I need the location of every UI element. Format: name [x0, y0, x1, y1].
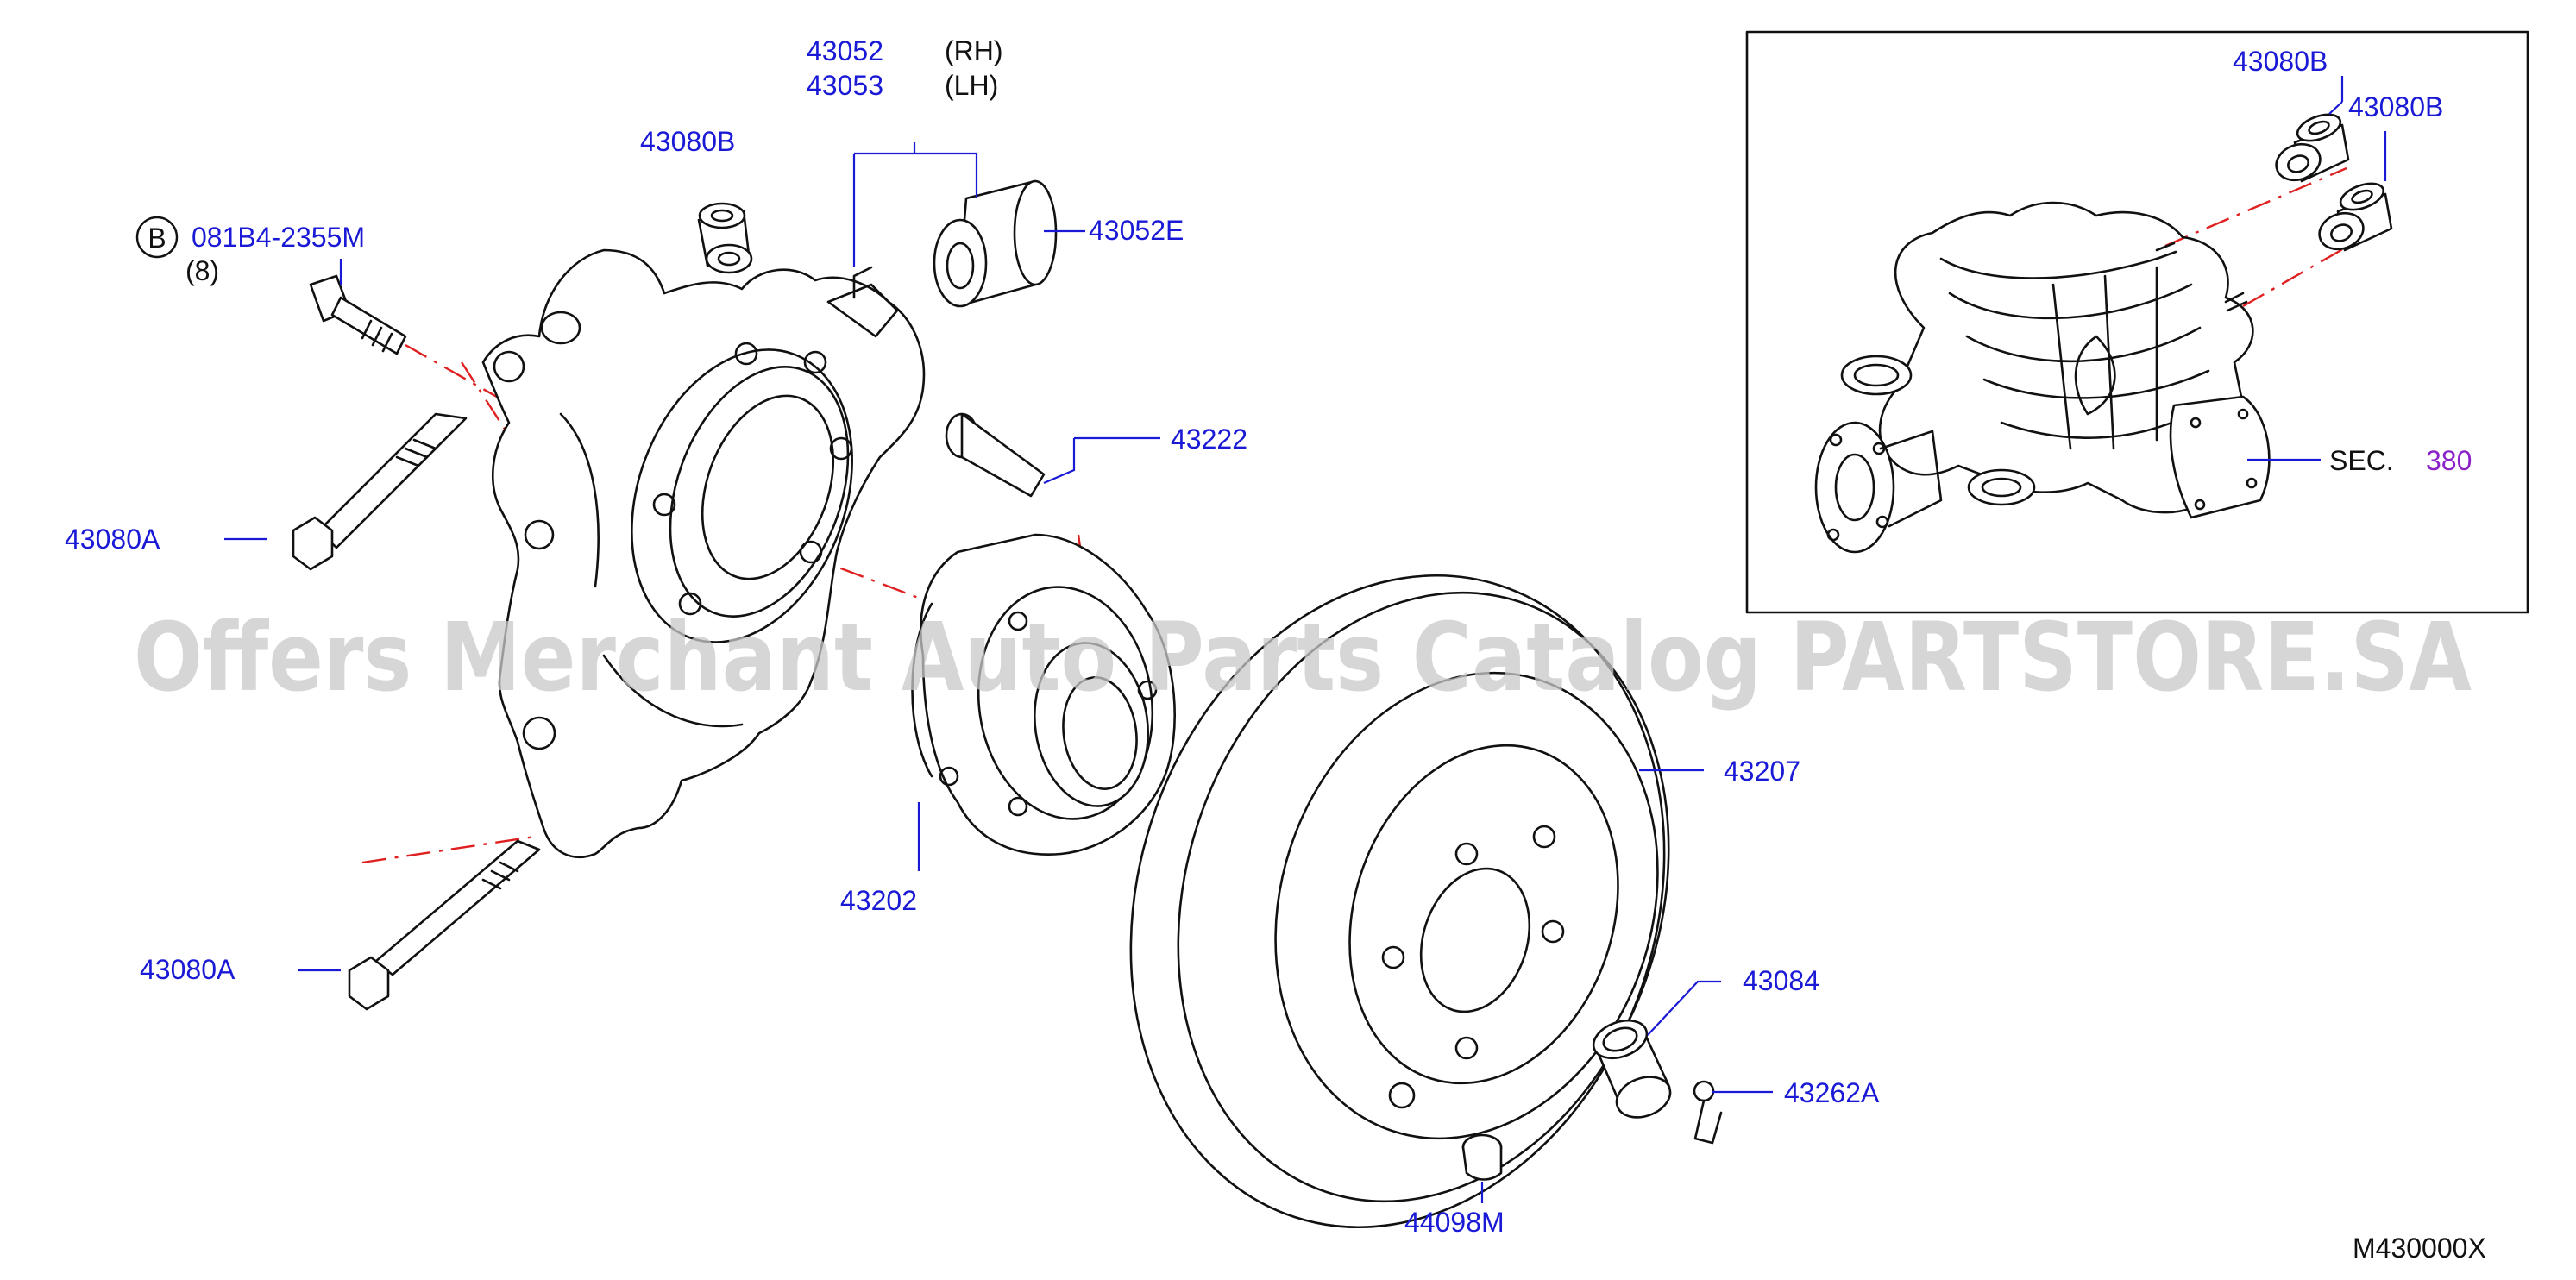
figure-code: M430000X: [2353, 1233, 2486, 1264]
label-43222[interactable]: 43222: [1171, 424, 1247, 455]
label-43080a-upper[interactable]: 43080A: [65, 524, 160, 555]
brake-rotor-43207[interactable]: [1049, 505, 1747, 1280]
leader-lines: [224, 142, 1773, 1203]
label-lh: (LH): [945, 70, 998, 101]
label-43207[interactable]: 43207: [1724, 756, 1800, 787]
bushing-43080b-inset-1[interactable]: [2271, 110, 2350, 186]
label-quantity-8: (8): [185, 255, 219, 286]
watermark-text: Offers Merchant Auto Parts Catalog PARTS…: [134, 602, 2472, 712]
knuckle-illustration: [481, 248, 926, 858]
label-43052e[interactable]: 43052E: [1089, 215, 1184, 246]
label-43080a-lower[interactable]: 43080A: [140, 954, 236, 985]
bushing-43052e[interactable]: [933, 179, 1058, 308]
clip-43262a[interactable]: [1693, 1080, 1723, 1145]
label-43080b-inset-2[interactable]: 43080B: [2348, 91, 2443, 122]
grease-cap-43084[interactable]: [1588, 1013, 1676, 1124]
label-081b4-2355m[interactable]: 081B4-2355M: [192, 222, 365, 253]
hub-assembly-43202[interactable]: [911, 533, 1176, 856]
label-43053[interactable]: 43053: [807, 70, 883, 101]
label-rh: (RH): [945, 35, 1003, 66]
label-43052[interactable]: 43052: [807, 35, 883, 66]
label-43080b[interactable]: 43080B: [640, 126, 735, 157]
label-43202[interactable]: 43202: [840, 885, 917, 916]
plug-44098m[interactable]: [1461, 1133, 1503, 1181]
bolt-reference-badge: B: [135, 216, 179, 259]
label-section-380[interactable]: 380: [2426, 445, 2472, 476]
bushing-43080b-inset-2[interactable]: [2315, 179, 2393, 255]
bolt-43080a-lower[interactable]: [348, 839, 541, 1011]
part-labels: 43052 (RH) 43053 (LH) 43080B 081B4-2355M…: [65, 35, 2486, 1264]
bolt-reference-letter: B: [148, 223, 166, 254]
label-44098m[interactable]: 44098M: [1404, 1207, 1505, 1238]
hub-bolt-43222[interactable]: [945, 412, 1046, 498]
label-43080b-inset-1[interactable]: 43080B: [2233, 46, 2328, 77]
label-43084[interactable]: 43084: [1743, 965, 1819, 996]
bolt-43080a-upper[interactable]: [292, 412, 468, 571]
label-43262a[interactable]: 43262A: [1784, 1077, 1880, 1108]
inset-differential: [1745, 30, 2529, 614]
label-section-prefix: SEC.: [2329, 445, 2394, 476]
differential-housing-illustration: [1814, 201, 2271, 554]
bushing-43080b[interactable]: [697, 202, 753, 274]
bolt-081b4-2355m[interactable]: [309, 274, 407, 355]
